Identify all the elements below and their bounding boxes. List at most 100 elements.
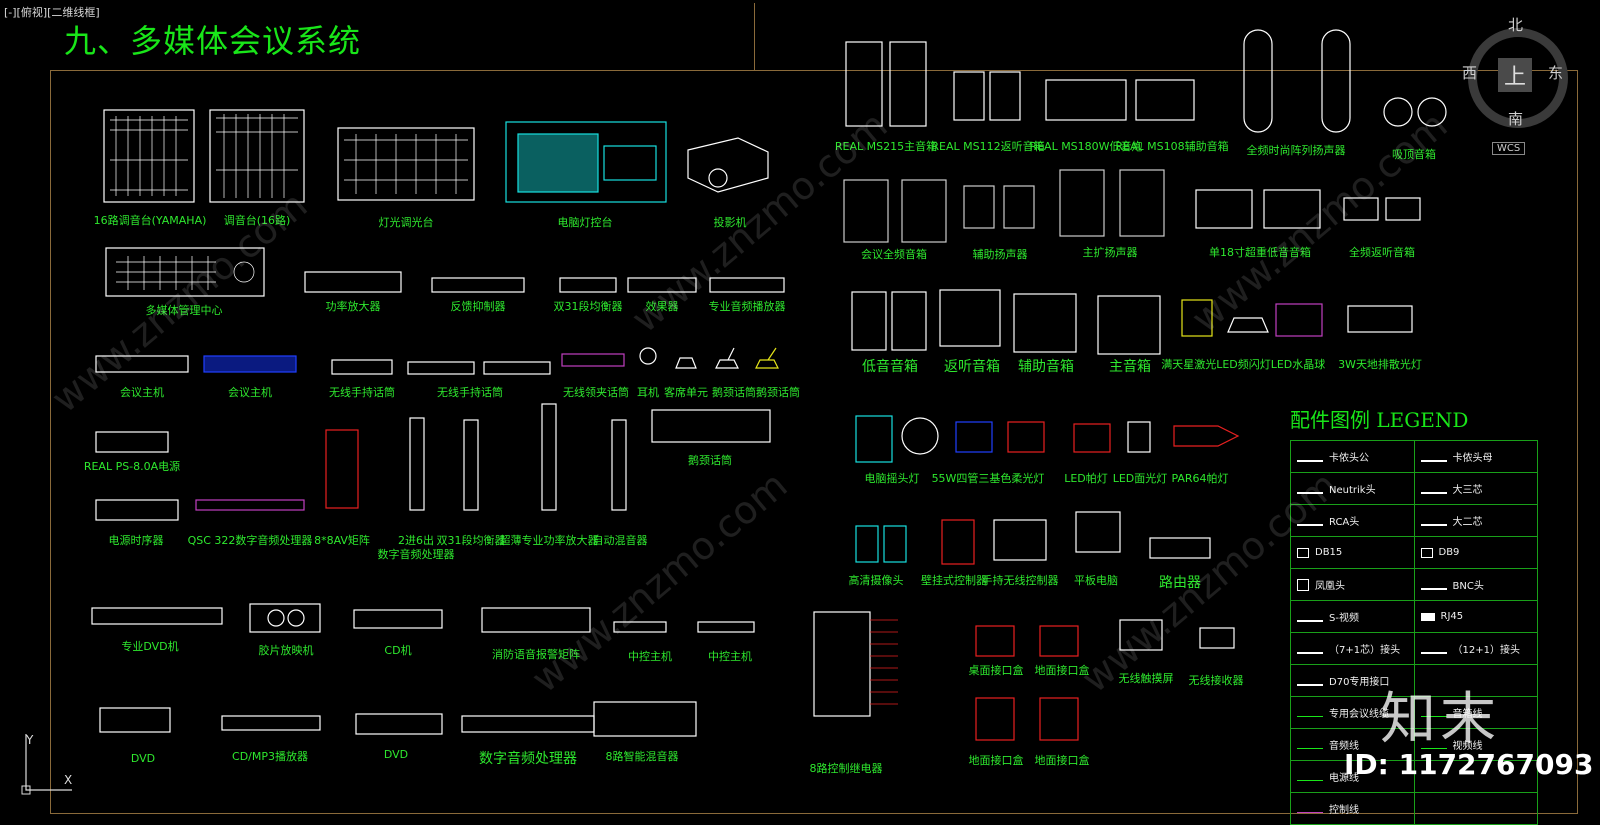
label-amp: 功率放大器 [325,300,381,313]
compass-north[interactable]: 北 [1508,16,1524,34]
compass-east[interactable]: 东 [1548,64,1564,82]
conference-speaker-icon [843,179,889,243]
label-cd-mp3: CD/MP3播放器 [232,750,308,763]
equalizer-icon [559,277,617,293]
label-crystal: LED水晶球 [1270,358,1326,371]
label-ms108: REAL MS108辅助音箱 [1115,140,1229,153]
fire-alarm-matrix-icon [481,607,591,633]
multimedia-center-icon [105,247,265,297]
compass-south[interactable]: 南 [1508,110,1524,128]
legend-row: S-视频 RJ45 [1291,601,1537,633]
monitor-speaker-icon [1343,197,1379,221]
label-led-par: LED帕灯 [1064,472,1108,485]
compass-west[interactable]: 西 [1462,64,1478,82]
control-host-icon [613,621,667,633]
label-cd: CD机 [384,644,412,657]
floor-light-icon [1347,305,1413,333]
viewcube-top[interactable]: 上 [1498,58,1532,92]
led-face-light-icon [1127,421,1151,453]
speaker-ms215-icon [845,41,883,127]
subwoofer-ms180-icon [1045,79,1127,121]
label-conf-host-2: 会议主机 [228,386,272,399]
label-mm-center: 多媒体管理中心 [145,304,223,317]
label-aux-speaker: 辅助扬声器 [972,248,1028,261]
label-projector: 投影机 [713,216,747,229]
legend-item: S-视频 [1329,613,1359,624]
wireless-mic-2-icon [407,361,475,375]
feedback-suppressor-icon [431,277,525,293]
label-tablet: 平板电脑 [1074,574,1118,587]
viewport-tag[interactable]: [-][俯视][二维线框] [4,6,100,19]
label-gooseneck-2: 鹅颈话筒 [756,386,800,399]
legend-row: 卡侬头公 卡侬头母 [1291,441,1537,473]
conference-host-blue-icon [203,355,297,373]
gooseneck-group-icon [651,409,771,443]
label-auto-mixer: 自动混音器 [592,534,648,547]
floor-interface-2-icon [975,697,1015,741]
label-column-speaker: 全频时尚阵列扬声器 [1246,144,1346,157]
compass-ring[interactable] [1468,28,1568,128]
label-floor-interface-3: 地面接口盒 [1034,754,1090,767]
label-bass: 低音音箱 [862,359,918,375]
delegate-unit-icon [675,357,697,369]
legend-row: D70专用接口 [1291,665,1537,697]
label-sub18: 单18寸超重低音音箱 [1209,246,1311,259]
legend-line: 专用会议线缆 [1329,709,1389,720]
label-floor-interface: 地面接口盒 [1034,664,1090,677]
label-fire-matrix: 消防语音报警矩阵 [492,648,580,661]
label-pc-light-console: 电脑灯控台 [557,216,613,229]
led-crystal-icon [1275,303,1323,337]
label-feedback: 反馈抑制器 [450,300,506,313]
wcs-menu[interactable]: WCS [1492,142,1526,155]
legend-item: BNC头 [1452,581,1484,592]
ceiling-speaker-icon [1383,97,1413,127]
label-wall-controller: 壁挂式控制器 [921,574,987,587]
sub18-icon [1195,189,1253,229]
legend-item: 卡侬头公 [1329,453,1369,464]
tablet-icon [1075,511,1121,553]
legend-item: 大三芯 [1452,485,1483,496]
label-control-host: 中控主机 [628,650,672,663]
legend-item: DB9 [1438,547,1460,558]
column-speaker-icon [1243,29,1273,133]
control-host-2-icon [697,621,755,633]
ucs-icon: Y X [21,733,72,795]
label-dsp: 数字音频处理器 [377,548,455,561]
main-speaker-2-icon [1097,295,1161,355]
audio-player-icon [709,277,785,293]
label-eq: 双31段均衡器 [553,300,623,313]
label-digital-dsp: 数字音频处理器 [479,751,577,767]
label-ms180: REAL MS180W低音炮 [1029,140,1143,153]
label-wireless-receiver: 无线接收器 [1188,674,1244,687]
label-laser: 满天星激光LED频闪灯 [1161,358,1271,371]
legend-row: 控制线 [1291,793,1537,824]
legend-row: 音频线 视频线 [1291,729,1537,761]
label-dvd-player: 专业DVD机 [121,640,179,653]
wireless-receiver-icon [1199,627,1235,649]
cd-player-icon [353,609,443,629]
label-light-console: 灯光调光台 [378,216,434,229]
legend-item: D70专用接口 [1329,677,1390,688]
softlight-red-icon [1007,421,1045,453]
label-smart-mixer: 8路智能混音器 [605,750,679,763]
aux-speaker-2-icon [1013,293,1077,353]
label-desk-interface: 桌面接口盒 [968,664,1024,677]
light-console-icon [337,127,475,201]
label-control-host-2: 中控主机 [708,650,752,663]
cd-mp3-icon [221,715,321,731]
legend-title: 配件图例 LEGEND [1290,408,1469,432]
viewcube[interactable]: 北 南 东 西 上 WCS [1462,16,1568,155]
smart-mixer-icon [593,701,697,737]
legend-row: （7+1芯）接头 （12+1）接头 [1291,633,1537,665]
label-gooseneck: 鹅颈话筒 [712,386,756,399]
label-audio-player: 专业音频播放器 [708,300,786,313]
label-thin-amp: 超薄专业功率放大器 [499,534,599,547]
handheld-controller-icon [993,519,1047,561]
label-hd-camera: 高清摄像头 [848,574,904,587]
conference-host-icon [95,355,189,373]
label-eq-31: 双31段均衡器 [436,534,506,547]
legend-item: 凤凰头 [1315,581,1345,592]
softlight-icon [955,421,993,453]
ucs-x-label: X [64,773,72,787]
